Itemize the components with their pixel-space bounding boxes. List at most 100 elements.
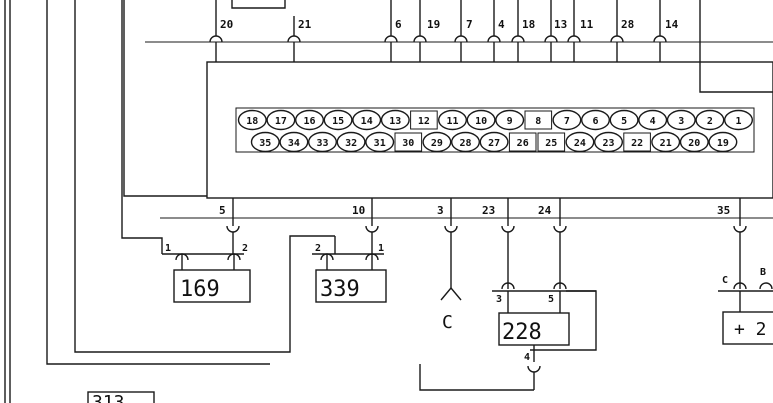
component-169: 1 2 169 [162,243,251,303]
bottom-pin: 24 [538,198,567,283]
top-pin-label: 14 [665,18,679,31]
connector-pin: 30 [394,132,423,152]
connector-pin-label: 2 [707,116,713,127]
top-pin-label: 21 [298,18,312,31]
pin-label: 4 [524,352,530,363]
bottom-pin: 35 [717,198,747,283]
top-pin-label: 19 [427,18,440,31]
bottom-pin: 23 [482,198,515,283]
connector-pin: 16 [295,109,325,131]
bottom-pin-label: 3 [437,204,444,217]
connector-pin-label: 11 [446,116,458,127]
connector-pin: 4 [638,109,668,131]
ground-symbol: C [440,286,462,333]
pin-label: 5 [548,294,554,305]
bottom-pin: 5 [219,198,240,244]
connector-pin: 7 [552,109,582,131]
connector-pin-label: 22 [631,138,643,149]
connector-pin-label: 15 [332,116,344,127]
component-label: 339 [320,277,360,302]
connector-pin-label: 5 [621,116,627,127]
connector-pin-label: 33 [316,138,328,149]
component-label: + 2 [734,319,767,340]
connector-pin-label: 4 [650,116,656,127]
connector-pin-label: 6 [592,116,598,127]
top-pin-label: 11 [580,18,594,31]
top-pin: 20 [209,0,233,62]
connector-pin-label: 1 [735,116,741,127]
top-pin-label: 13 [554,18,567,31]
pin-label: 2 [315,243,321,254]
connector-pin-label: 34 [288,138,300,149]
connector-pin: 2 [695,109,725,131]
connector-pin: 26 [508,132,537,152]
connector-pin: 1 [724,109,754,131]
top-pin: 28 [610,0,634,62]
bottom-pin: 3 [437,198,458,288]
top-pin-label: 20 [220,18,233,31]
connector-pin: 14 [352,109,382,131]
connector-pin-label: 17 [275,116,287,127]
connector-pin-label: 23 [602,138,614,149]
connector-pin-label: 19 [717,138,729,149]
connector-pin-label: 13 [389,116,401,127]
pin-label: C [722,275,728,286]
connector-pin-label: 30 [402,138,414,149]
connector-pin: 31 [365,131,395,153]
top-pin: 14 [653,0,679,62]
top-pin-label: 4 [498,18,505,31]
connector-pin-label: 8 [535,116,541,127]
component-228: 3 5 228 4 [419,282,597,391]
component-label: 228 [502,320,542,345]
connector-pin: 35 [250,131,280,153]
top-pin: 6 [384,0,402,62]
top-pin-group: 20 21 6 19 7 4 18 13 [209,0,679,62]
connector-pin: 17 [266,109,296,131]
pin-label: 3 [496,294,502,305]
connector-pin: 24 [565,131,595,153]
wire-left-mid [74,0,335,353]
bottom-pin-label: 35 [717,204,730,217]
connector-pin: 29 [422,131,452,153]
connector-pin: 15 [323,109,353,131]
connector-pin: 10 [466,109,496,131]
connector-pin-label: 26 [517,138,529,149]
connector-pin-label: 21 [660,138,672,149]
bottom-pin-label: 10 [352,204,365,217]
pin-label: 1 [165,243,171,254]
component-right: C B + 2 [718,267,773,345]
connector-pin: 18 [237,109,267,131]
connector-pin: 19 [708,131,738,153]
top-pin: 18 [511,0,535,62]
wire-left-outer [46,0,270,365]
connector-pin: 33 [308,131,338,153]
connector-pin: 27 [479,131,509,153]
connector-pin: 23 [594,131,624,153]
wire-right-top [699,0,773,93]
connector-pin-label: 20 [688,138,700,149]
connector-pin-label: 31 [374,138,386,149]
component-label: 313 [92,392,125,403]
bottom-pin-label: 5 [219,204,226,217]
top-pin: 21 [287,16,312,62]
top-pin-label: 28 [621,18,634,31]
connector-pin-label: 24 [574,138,586,149]
connector-pin-label: 35 [259,138,271,149]
connector-pin-label: 27 [488,138,500,149]
top-pin-label: 6 [395,18,402,31]
component-label: 169 [180,277,220,302]
connector-pin-label: 9 [507,116,513,127]
wire-left-inner [121,0,163,254]
bottom-pin: 10 [352,198,379,254]
connector-pin-label: 28 [459,138,471,149]
connector-pin: 28 [451,131,481,153]
pin-label: 2 [242,243,248,254]
top-pin: 4 [487,0,505,62]
connector-pin: 12 [410,110,438,130]
bottom-pin-label: 23 [482,204,495,217]
top-pin: 7 [454,0,473,62]
connector-pin: 11 [438,109,468,131]
pin-label: 1 [378,243,384,254]
